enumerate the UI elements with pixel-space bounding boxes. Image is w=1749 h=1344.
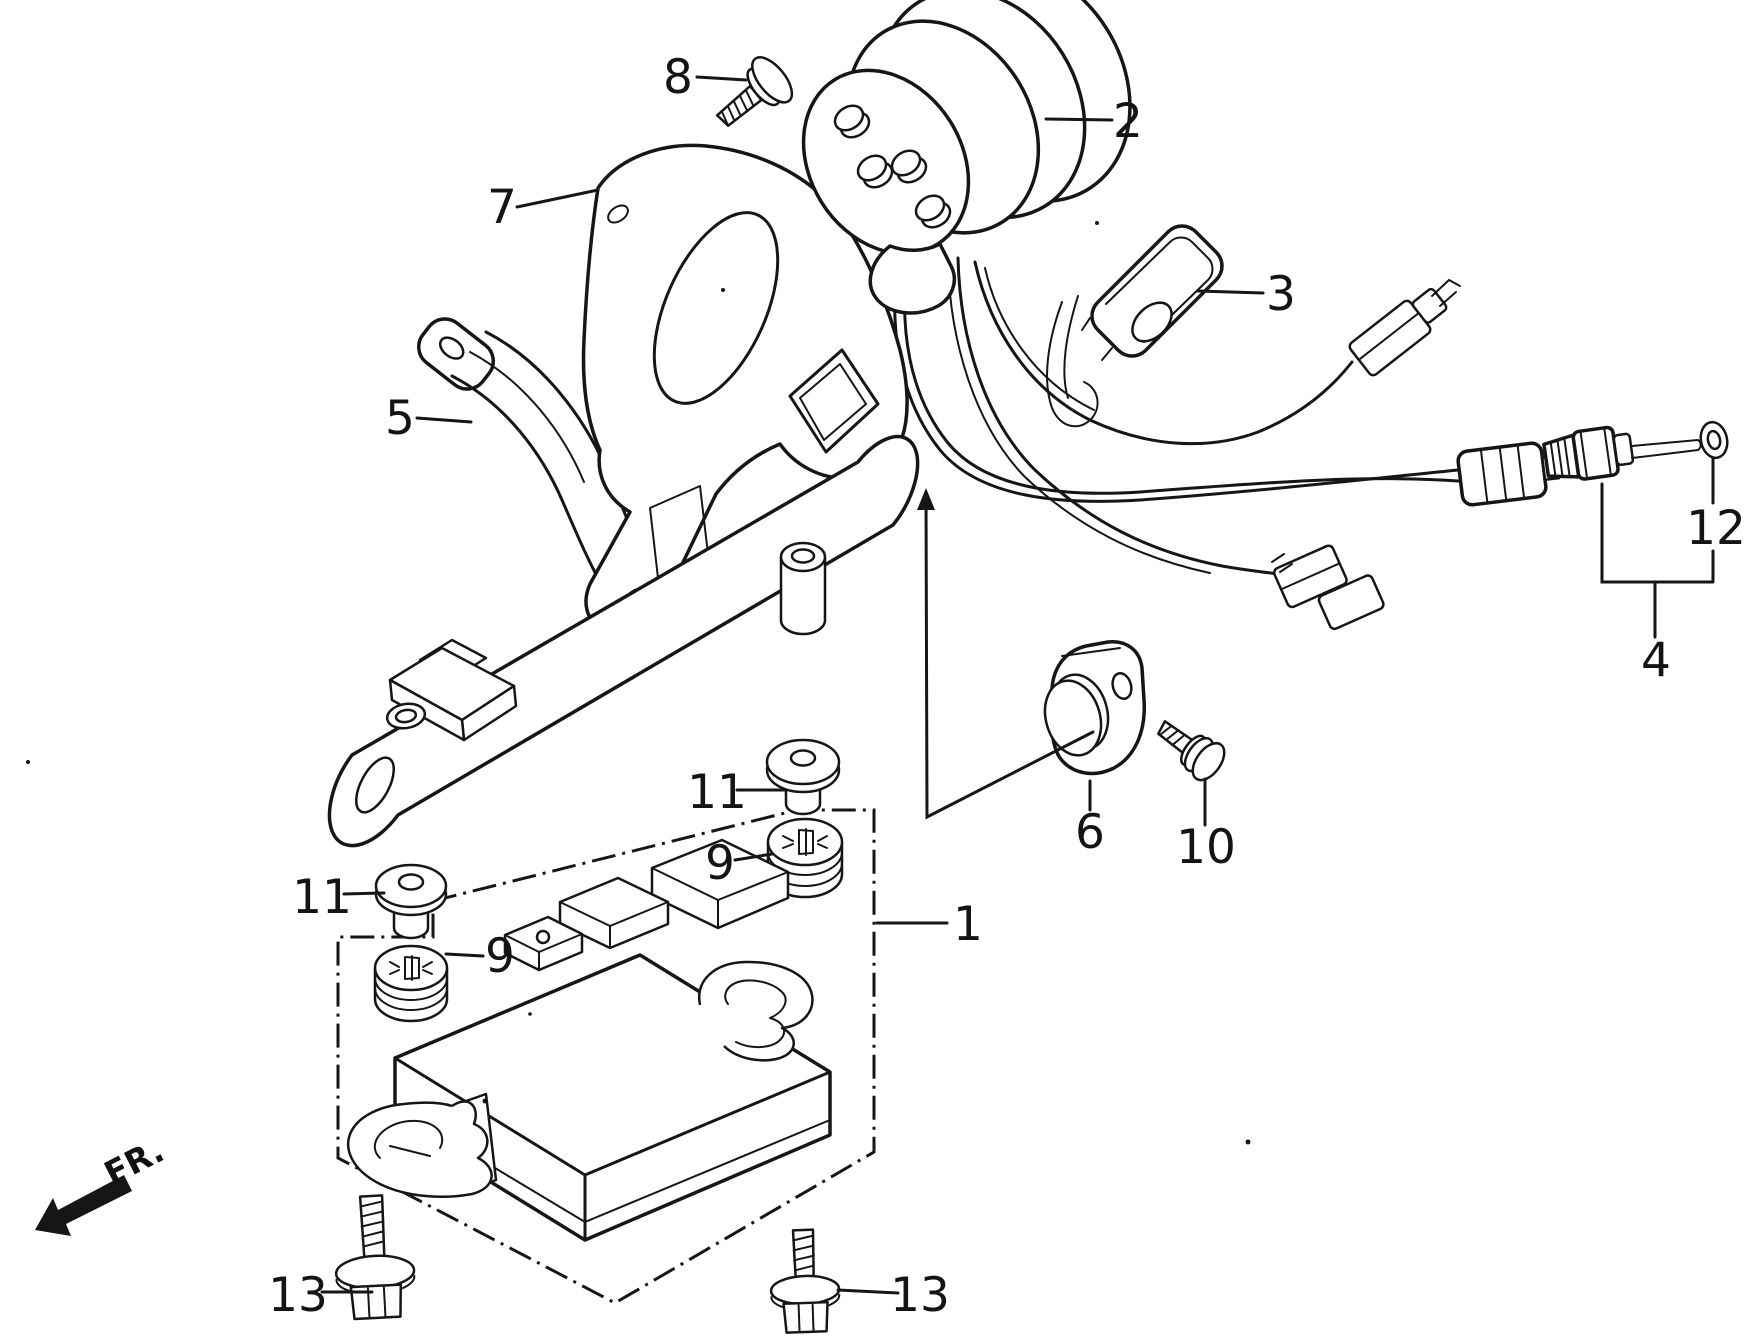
meter-screw bbox=[715, 56, 794, 127]
callout-13-right: 13 bbox=[890, 1268, 950, 1323]
callout-8: 8 bbox=[663, 50, 693, 105]
callout-5: 5 bbox=[385, 391, 415, 446]
cable-sensor bbox=[1542, 425, 1635, 481]
callout-4: 4 bbox=[1641, 633, 1671, 688]
coupler-cushion bbox=[1081, 224, 1224, 361]
control-unit-connectors bbox=[503, 838, 790, 972]
callout-2: 2 bbox=[1113, 94, 1143, 149]
meter-lower-ear bbox=[868, 242, 957, 315]
clip-right bbox=[697, 960, 814, 1062]
harness-connector-lower-b bbox=[1317, 574, 1385, 631]
leader-lines bbox=[320, 75, 1715, 1295]
cable-washer bbox=[1699, 420, 1729, 460]
callout-7: 7 bbox=[487, 180, 517, 235]
harness-connector-upper bbox=[1348, 287, 1448, 377]
grommet-left bbox=[374, 863, 448, 940]
callout-6: 6 bbox=[1075, 805, 1105, 860]
speedometer-cable bbox=[893, 252, 1729, 507]
clip-left bbox=[347, 1092, 498, 1199]
callout-12: 12 bbox=[1686, 501, 1746, 556]
callout-11-right: 11 bbox=[687, 765, 747, 820]
bolt-left bbox=[334, 1194, 416, 1321]
callout-3: 3 bbox=[1266, 267, 1296, 322]
clamp-bolt bbox=[1157, 720, 1226, 782]
callout-9-right: 9 bbox=[705, 836, 735, 891]
grommet-right bbox=[765, 738, 841, 816]
plate-oval-slot bbox=[652, 211, 780, 405]
callout-labels: 8 2 7 3 5 12 4 6 10 11 9 11 9 1 13 13 bbox=[268, 50, 1746, 1323]
scan-speckles bbox=[26, 221, 1251, 1145]
meter-bracket-plate bbox=[581, 143, 909, 637]
callout-13-left: 13 bbox=[268, 1268, 328, 1323]
harness-connector-lower-a bbox=[1272, 544, 1348, 609]
wire-harness bbox=[947, 256, 1461, 631]
tube-ring bbox=[385, 702, 427, 730]
callout-1: 1 bbox=[953, 897, 983, 952]
front-arrow-icon bbox=[35, 1175, 132, 1236]
front-direction-marker: FR. bbox=[35, 1131, 170, 1236]
plate-rhombus-hole bbox=[788, 348, 880, 454]
bolt-right bbox=[769, 1228, 841, 1334]
tube-flange bbox=[388, 638, 518, 742]
rubber-mount-left bbox=[373, 944, 449, 1023]
meter-mount-nuts bbox=[833, 104, 952, 229]
speedometer bbox=[801, 0, 1132, 315]
tube-boss bbox=[779, 541, 827, 636]
callout-10: 10 bbox=[1176, 820, 1236, 875]
callout-9-left: 9 bbox=[485, 929, 515, 984]
control-unit bbox=[347, 838, 832, 1242]
handlebar-tube bbox=[327, 434, 920, 848]
callout-11-left: 11 bbox=[292, 870, 352, 925]
